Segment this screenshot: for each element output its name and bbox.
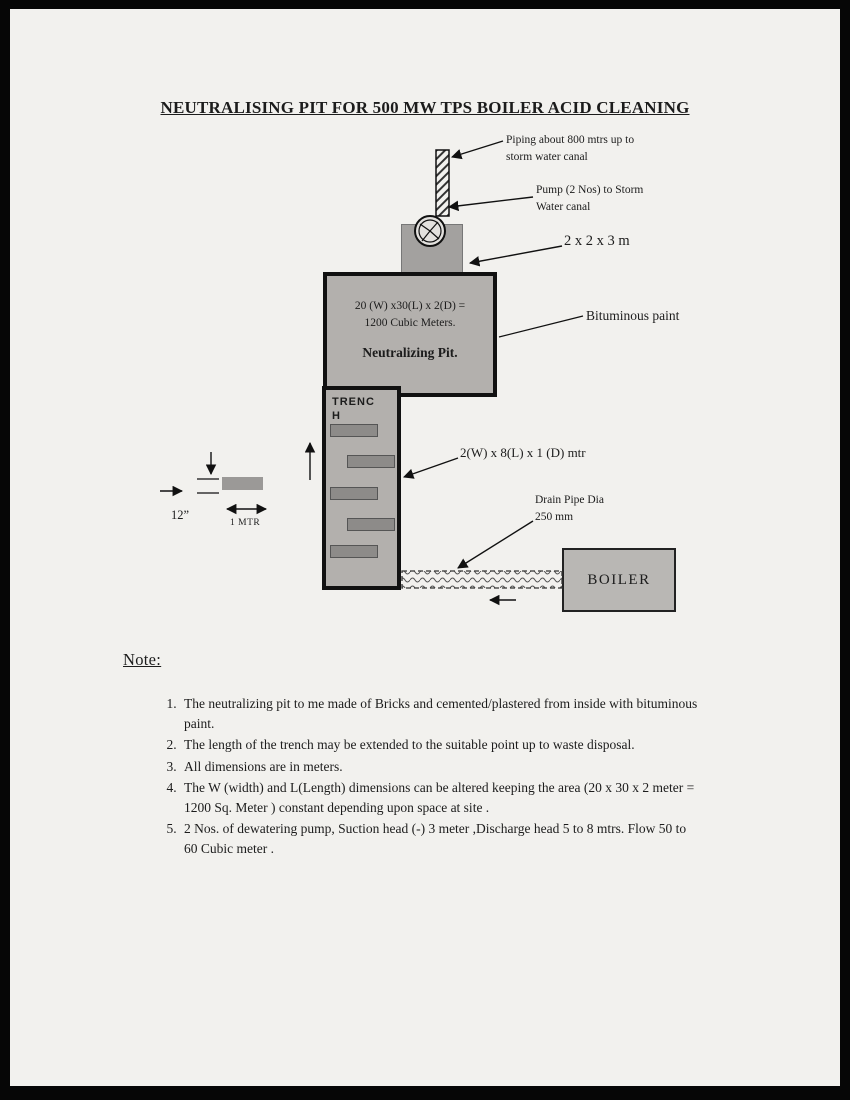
pit-volume-text: 20 (W) x30(L) x 2(D) = 1200 Cubic Meters… — [354, 300, 466, 330]
neutralizing-pit-box: 20 (W) x30(L) x 2(D) = 1200 Cubic Meters… — [323, 272, 497, 397]
note-item: All dimensions are in meters. — [180, 757, 698, 777]
trench-baffle — [347, 455, 395, 468]
note-item: The W (width) and L(Length) dimensions c… — [180, 778, 698, 817]
bituminous-paint-label: Bituminous paint — [586, 308, 680, 323]
note-item: The length of the trench may be extended… — [180, 735, 698, 755]
twelve-inch-label: 12” — [171, 508, 190, 522]
notes-heading: Note: — [123, 650, 162, 669]
trench-dim-arrow — [403, 457, 459, 479]
pump-box-dim-arrow — [468, 245, 563, 267]
trench-label: TRENC H — [332, 396, 375, 423]
riser-pipe — [435, 149, 450, 217]
boiler-box: BOILER — [562, 548, 676, 612]
note-item: 2 Nos. of dewatering pump, Suction head … — [180, 819, 698, 858]
drain-pipe-label: Drain Pipe Dia 250 mm — [535, 494, 604, 523]
pump-label: Pump (2 Nos) to Storm Water canal — [536, 184, 644, 213]
piping-label: Piping about 800 mtrs up to storm water … — [506, 134, 635, 163]
bituminous-leader-line — [498, 315, 584, 338]
boiler-label: BOILER — [587, 571, 651, 588]
drain-pipe — [401, 570, 563, 589]
one-mtr-label: 1 MTR — [230, 518, 261, 528]
page-title: NEUTRALISING PIT FOR 500 MW TPS BOILER A… — [160, 98, 690, 117]
dimension-reference-bar — [222, 477, 263, 490]
drain-pipe-arrow — [457, 520, 534, 569]
scan-border-left — [0, 0, 10, 1100]
scan-border-bottom — [0, 1086, 850, 1100]
pit-name-text: Neutralizing Pit. — [362, 344, 458, 360]
note-item: The neutralizing pit to me made of Brick… — [180, 694, 698, 733]
trench-baffle — [330, 424, 378, 437]
trench-baffle — [330, 487, 378, 500]
trench-dimension-label: 2(W) x 8(L) x 1 (D) mtr — [460, 445, 586, 460]
trench-baffle — [347, 518, 395, 531]
notes-list: The neutralizing pit to me made of Brick… — [150, 694, 698, 861]
scan-border-top — [0, 0, 850, 9]
trench-baffle — [330, 545, 378, 558]
pump-housing-box — [401, 224, 463, 274]
scan-border-right — [840, 0, 850, 1100]
pump-leader-arrow — [447, 196, 534, 212]
pump-box-dimension-label: 2 x 2 x 3 m — [564, 233, 630, 249]
piping-leader-arrow — [450, 140, 504, 160]
